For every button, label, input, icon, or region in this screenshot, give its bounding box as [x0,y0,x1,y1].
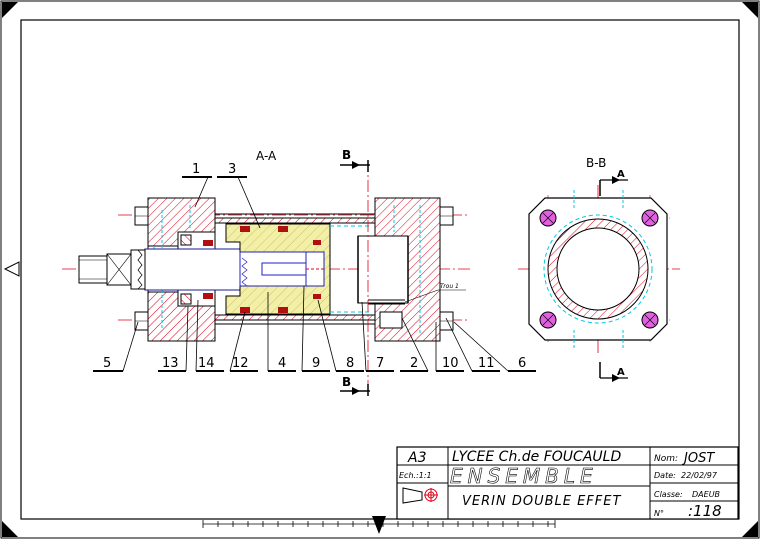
part-number-12: 12 [232,356,249,371]
cylinder-tube-top [214,217,376,224]
corner-mark-top-left [2,2,18,18]
seal-rod-top [203,240,213,246]
title-drawing-type: ENSEMBLE [450,464,598,488]
part-number-9: 9 [312,356,320,371]
centering-arrow-bottom [372,516,386,534]
title-format: A3 [407,450,426,466]
number-value: :118 [688,502,722,520]
centering-arrow-left [3,261,20,277]
rear-cover-bore [357,235,409,304]
cut-b-label-bottom: B [342,375,351,389]
cut-a-label-bottom: A [617,367,625,378]
part-number-1: 1 [192,162,200,177]
class-label: Classe: [654,490,683,499]
seal-rear-bottom [313,294,321,299]
class-value: DAEUB [692,490,720,499]
title-block [396,446,739,520]
part-number-7: 7 [376,356,384,371]
name-value: JOST [681,451,715,466]
part-number-8: 8 [346,356,354,371]
piston-screw [261,262,307,276]
cylinder-tube-bottom [214,314,376,321]
hole-note-label: Trou 1 [440,283,459,290]
corner-mark-bottom-right [742,521,758,537]
b-b-tube-bore [556,227,640,311]
seal-piston-bottom-2 [278,307,288,313]
section-a-a-view [62,160,470,396]
title-school: LYCEE Ch.de FOUCAULD [452,449,621,465]
section-b-b-view [518,176,680,382]
name-label: Nom: [654,454,678,464]
seal-rear-top [313,240,321,245]
piston-rod [144,248,241,291]
part-number-3: 3 [228,162,236,177]
seal-rod-bottom [203,293,213,299]
part-leader-lines [93,176,536,372]
title-drawing-name: VERIN DOUBLE EFFET [462,494,621,509]
part-number-5: 5 [103,356,111,371]
cut-a-label-top: A [617,169,625,180]
part-number-14: 14 [198,356,215,371]
part-number-2: 2 [410,356,418,371]
seal-piston-top-1 [240,226,250,232]
corner-mark-top-right [742,2,758,18]
section-b-b-label: B-B [586,156,606,170]
section-a-a-label: A-A [256,149,277,163]
number-label: N° [654,509,664,518]
cut-b-label-top: B [342,148,351,162]
part-number-11: 11 [478,356,495,371]
part-number-10: 10 [442,356,459,371]
seal-piston-bottom-1 [240,307,250,313]
part-number-4: 4 [278,356,286,371]
projection-symbol [402,487,438,504]
date-label: Date: [654,471,676,480]
seal-piston-top-2 [278,226,288,232]
part-number-6: 6 [518,356,526,371]
date-value: 22/02/97 [681,471,718,480]
title-scale: Ech.:1:1 [399,471,432,480]
part-number-13: 13 [162,356,179,371]
corner-mark-bottom-left [2,521,18,537]
